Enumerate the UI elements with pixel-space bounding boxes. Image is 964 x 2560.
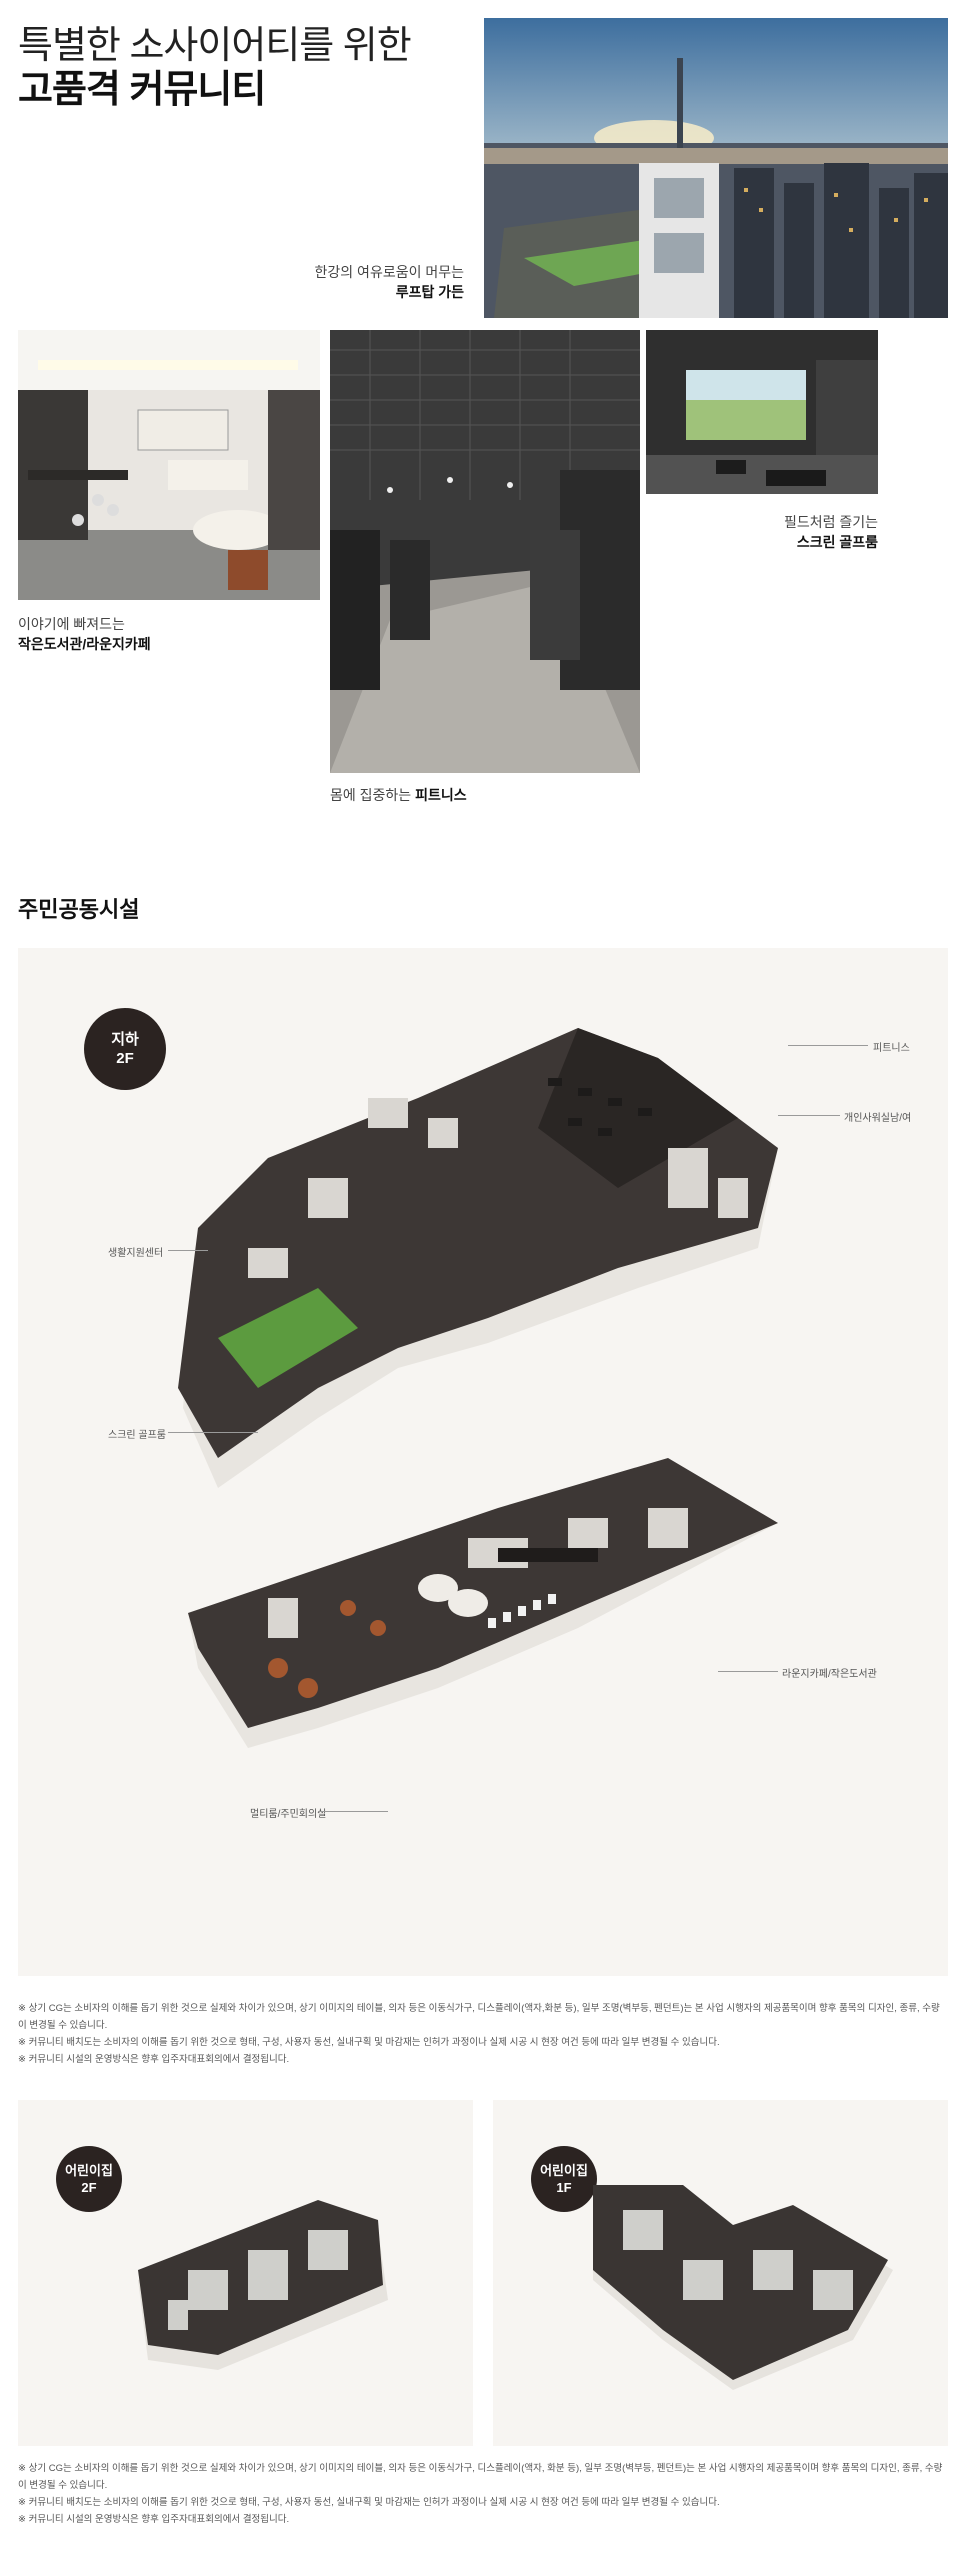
library-caption: 이야기에 빠져드는 작은도서관/라운지카페 <box>18 614 318 654</box>
rooftop-caption: 한강의 여유로움이 머무는 루프탑 가든 <box>280 262 464 302</box>
note-2-2: ※ 커뮤니티 배치도는 소비자의 이해를 돕기 위한 것으로 형태, 구성, 사… <box>18 2497 720 2508</box>
daycare-1f-plan <box>593 2185 893 2390</box>
leader-office <box>778 1115 840 1116</box>
leader-support <box>168 1250 208 1251</box>
library-caption-title: 작은도서관/라운지카페 <box>18 636 151 652</box>
rooftop-caption-title: 루프탑 가든 <box>395 284 464 300</box>
daycare-1f-badge: 어린이집 1F <box>531 2146 597 2212</box>
label-fitness: 피트니스 <box>873 1043 910 1054</box>
daycare-1f-badge-line2: 1F <box>556 2180 572 2195</box>
golf-caption: 필드처럼 즐기는 스크린 골프룸 <box>676 512 878 552</box>
note-2-3: ※ 커뮤니티 시설의 운영방식은 향후 입주자대표회의에서 결정됩니다. <box>18 2514 290 2525</box>
note-1-3: ※ 커뮤니티 시설의 운영방식은 향후 입주자대표회의에서 결정됩니다. <box>18 2054 290 2065</box>
label-support: 생활지원센터 <box>108 1248 164 1259</box>
floor-badge-line1: 지하 <box>111 1031 139 1048</box>
golf-caption-title: 스크린 골프룸 <box>796 534 878 550</box>
leader-golf <box>168 1432 258 1433</box>
leader-multi <box>318 1811 388 1812</box>
label-golf: 스크린 골프룸 <box>108 1430 166 1441</box>
floor-plan-panel: 지하 2F <box>18 948 948 1976</box>
daycare-2f-panel: 어린이집 2F <box>18 2100 473 2446</box>
hero-title-line1: 특별한 소사이어티를 위한 <box>18 25 412 67</box>
floor-badge-line2: 2F <box>116 1050 134 1067</box>
daycare-2f-badge-line1: 어린이집 <box>65 2163 113 2178</box>
hero-title-line2: 고품격 커뮤니티 <box>18 69 266 111</box>
note-2-1: ※ 상기 CG는 소비자의 이해를 돕기 위한 것으로 실제와 차이가 있으며,… <box>18 2463 943 2491</box>
daycare-2f-plan <box>138 2200 388 2370</box>
fitness-caption: 몸에 집중하는 피트니스 <box>330 785 640 805</box>
label-multi: 멀티룸/주민회의실 <box>250 1809 327 1820</box>
label-office: 개인사워실남/여 <box>844 1113 912 1124</box>
fitness-caption-title: 피트니스 <box>415 787 467 803</box>
note-1-2: ※ 커뮤니티 배치도는 소비자의 이해를 돕기 위한 것으로 형태, 구성, 사… <box>18 2037 720 2048</box>
floor-plan-illustration <box>178 1028 778 1748</box>
leader-fitness <box>788 1045 868 1046</box>
rooftop-caption-sub: 한강의 여유로움이 머무는 <box>314 264 464 280</box>
library-caption-sub: 이야기에 빠져드는 <box>18 616 125 632</box>
disclaimer-notes-1: ※ 상기 CG는 소비자의 이해를 돕기 위한 것으로 실제와 차이가 있으며,… <box>18 2000 948 2068</box>
floor-badge: 지하 2F <box>84 1008 166 1090</box>
rooftop-garden-photo <box>484 18 948 318</box>
daycare-1f-badge-line1: 어린이집 <box>540 2163 588 2178</box>
note-1-1: ※ 상기 CG는 소비자의 이해를 돕기 위한 것으로 실제와 차이가 있으며,… <box>18 2003 940 2031</box>
leader-lounge <box>718 1671 778 1672</box>
golf-caption-sub: 필드처럼 즐기는 <box>783 514 878 530</box>
disclaimer-notes-2: ※ 상기 CG는 소비자의 이해를 돕기 위한 것으로 실제와 차이가 있으며,… <box>18 2460 948 2528</box>
fitness-caption-sub: 몸에 집중하는 <box>330 787 412 803</box>
section-title: 주민공동시설 <box>18 897 140 922</box>
daycare-2f-badge-line2: 2F <box>81 2180 97 2195</box>
library-lounge-photo <box>18 330 320 600</box>
screen-golf-photo <box>646 330 878 494</box>
daycare-2f-badge: 어린이집 2F <box>56 2146 122 2212</box>
daycare-1f-panel: 어린이집 1F <box>493 2100 948 2446</box>
fitness-photo <box>330 330 640 773</box>
label-lounge: 라운지카페/작은도서관 <box>782 1669 877 1680</box>
